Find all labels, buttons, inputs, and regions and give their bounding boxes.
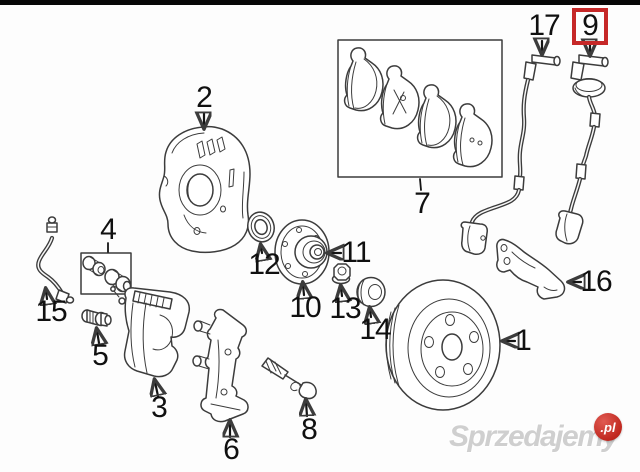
- brake-disc-drawing: [385, 279, 501, 411]
- bushing-kit-box-drawing: [80, 252, 132, 295]
- brake-hose-drawing: [36, 216, 75, 304]
- wheel-hub-drawing: [274, 219, 330, 285]
- part-label-3: 3: [151, 391, 168, 424]
- part-label-2: 2: [196, 81, 213, 114]
- part-label-5: 5: [92, 339, 109, 372]
- part-label-14: 14: [359, 313, 391, 346]
- part-label-17: 17: [528, 9, 560, 42]
- sensor-bracket-drawing: [496, 238, 566, 300]
- splash-shield-drawing: [158, 125, 251, 254]
- part-label-8: 8: [301, 413, 318, 446]
- part-label-11: 11: [341, 236, 371, 269]
- highlight-box-part-9: [572, 8, 608, 45]
- part-label-9: 9: [582, 9, 599, 42]
- part-label-15: 15: [35, 295, 67, 328]
- wear-sensor-17-drawing: [460, 54, 561, 255]
- brake-caliper-drawing: [110, 286, 191, 378]
- part-label-7: 7: [414, 187, 431, 220]
- guide-bolt-drawing: [81, 309, 112, 327]
- watermark: Sprzedajemy .pl: [449, 413, 634, 466]
- part-label-16: 16: [580, 265, 612, 298]
- caliper-bracket-drawing: [192, 308, 249, 423]
- seal-ring-drawing: [247, 211, 275, 243]
- part-label-13: 13: [329, 292, 361, 325]
- retaining-pin-drawing: [261, 357, 317, 400]
- leader-arrows: [46, 41, 590, 439]
- grease-cap-drawing: [356, 276, 386, 308]
- part-label-6: 6: [223, 433, 240, 466]
- part-label-4: 4: [100, 213, 117, 246]
- brake-pads-box-drawing: [337, 39, 503, 178]
- watermark-pl-badge: .pl: [594, 413, 622, 441]
- part-label-10: 10: [289, 291, 321, 324]
- part-label-1: 1: [515, 324, 532, 357]
- wear-sensor-9-drawing: [555, 54, 609, 245]
- top-border-bar: [0, 0, 640, 5]
- part-label-12: 12: [248, 248, 280, 281]
- watermark-text: Sprzedajemy: [449, 420, 619, 453]
